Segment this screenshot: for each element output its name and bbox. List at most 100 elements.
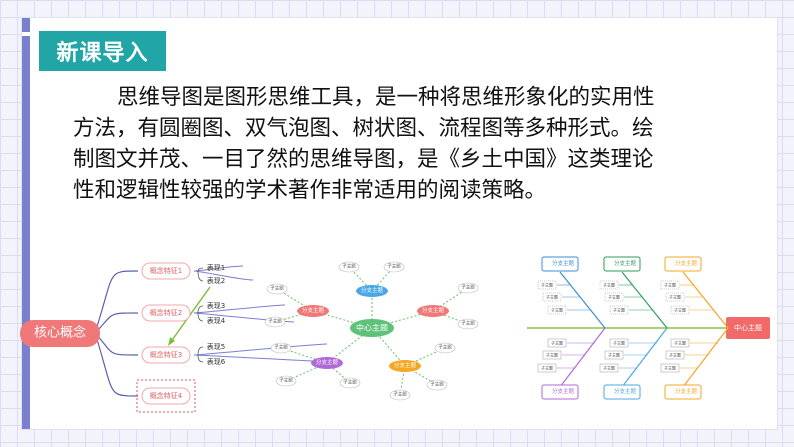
center-label: 中心主题 [356, 323, 388, 333]
leaf-label: 表现4 [207, 316, 226, 325]
bone [621, 327, 668, 388]
sub-label: 子主题 [608, 352, 620, 358]
leaf-label: 表现1 [207, 263, 225, 272]
feature-label: 概念特征3 [150, 350, 182, 359]
bone [559, 327, 606, 388]
sub-label: 子主题 [613, 307, 625, 313]
sub-label: 子主题 [343, 379, 357, 386]
core-link [94, 270, 139, 334]
branch-node [311, 357, 343, 369]
branch-node [541, 256, 579, 272]
bone [682, 271, 729, 329]
feature-node [141, 304, 191, 322]
sub-label: 子主题 [461, 320, 475, 327]
branch-label: 分支主题 [302, 306, 325, 314]
sub-label: 子主题 [274, 344, 288, 351]
sub-node [457, 318, 479, 330]
sub-label: 子主题 [438, 344, 452, 351]
sub-node [660, 280, 680, 290]
feature-highlight [136, 379, 196, 413]
core-link [94, 312, 139, 334]
bone [559, 271, 606, 329]
branch-label: 分支主题 [675, 259, 698, 267]
branch-label: 分支主题 [316, 358, 339, 366]
sub-label: 子主题 [664, 365, 676, 371]
sub-label: 子主题 [603, 365, 615, 371]
sub-label: 子主题 [674, 307, 686, 313]
bracket [197, 267, 204, 282]
leaf-label: 表现6 [207, 357, 226, 366]
branch-label: 分支主题 [614, 259, 637, 267]
leaf-label: 表现2 [207, 276, 225, 285]
sub-node [537, 280, 557, 290]
sub-node [389, 389, 411, 401]
sub-label: 子主题 [541, 365, 553, 371]
leaf-link [193, 270, 254, 281]
sub-label: 子主题 [430, 381, 444, 388]
sub-node [457, 282, 479, 294]
center-node [726, 317, 770, 339]
core-link [94, 332, 139, 397]
core-node [20, 320, 100, 347]
sub-node [537, 363, 557, 373]
section-title: 新课导入 [39, 31, 166, 71]
branch-label: 分支主题 [614, 387, 637, 395]
sub-label: 子主题 [613, 340, 625, 346]
branch-node [603, 384, 641, 400]
sub-node [434, 342, 456, 354]
sub-label: 子主题 [551, 340, 563, 346]
branch-node [603, 256, 641, 272]
branch-node [664, 256, 702, 272]
feature-node [141, 262, 191, 280]
sub-node [270, 342, 292, 354]
sub-label: 子主题 [546, 352, 558, 358]
feature-node [141, 346, 191, 364]
branch-node [389, 360, 421, 372]
sub-link [276, 288, 314, 312]
branch-node [664, 384, 702, 400]
center-node [350, 319, 394, 337]
bone [682, 327, 729, 388]
bracket [197, 346, 204, 363]
leaf-label: 表现3 [207, 301, 225, 310]
sub-node [609, 338, 629, 348]
sub-node [660, 363, 680, 373]
sub-link [432, 287, 469, 312]
bone [621, 271, 668, 329]
sub-node [665, 292, 685, 302]
sub-node [547, 338, 567, 348]
sub-label: 子主题 [268, 318, 282, 325]
intro-paragraph: 思维导图是图形思维工具，是一种将思维形象化的实用性方法，有圆圈图、双气泡图、树状… [73, 82, 673, 206]
branch-node [356, 285, 388, 297]
sub-label: 子主题 [669, 352, 681, 358]
branch-label: 分支主题 [675, 387, 698, 395]
sub-node [383, 261, 405, 273]
sub-label: 子主题 [674, 340, 686, 346]
sub-label: 子主题 [608, 294, 620, 300]
leaf-link [193, 343, 328, 356]
sub-node [426, 379, 448, 391]
bracket [197, 305, 204, 322]
sub-label: 子主题 [342, 263, 356, 270]
leaf-link [193, 312, 295, 323]
sub-label: 子主题 [279, 377, 293, 384]
sub-label: 子主题 [603, 282, 615, 288]
branch-node [541, 384, 579, 400]
core-label: 核心概念 [34, 325, 86, 341]
sub-node [266, 283, 288, 295]
sub-node [665, 350, 685, 360]
feature-node [141, 387, 191, 405]
sub-label: 子主题 [461, 284, 475, 291]
leaf-label: 表现5 [207, 342, 225, 351]
branch-label: 分支主题 [422, 306, 445, 314]
branch-node [297, 305, 329, 317]
sub-node [542, 292, 562, 302]
sub-label: 子主题 [387, 263, 401, 270]
branch-label: 分支主题 [552, 259, 575, 267]
feature-label: 概念特征1 [150, 266, 182, 275]
feature-label: 概念特征2 [150, 308, 182, 317]
branch-label: 分支主题 [394, 361, 417, 369]
sub-node [604, 292, 624, 302]
left-accent-bar [22, 18, 30, 429]
